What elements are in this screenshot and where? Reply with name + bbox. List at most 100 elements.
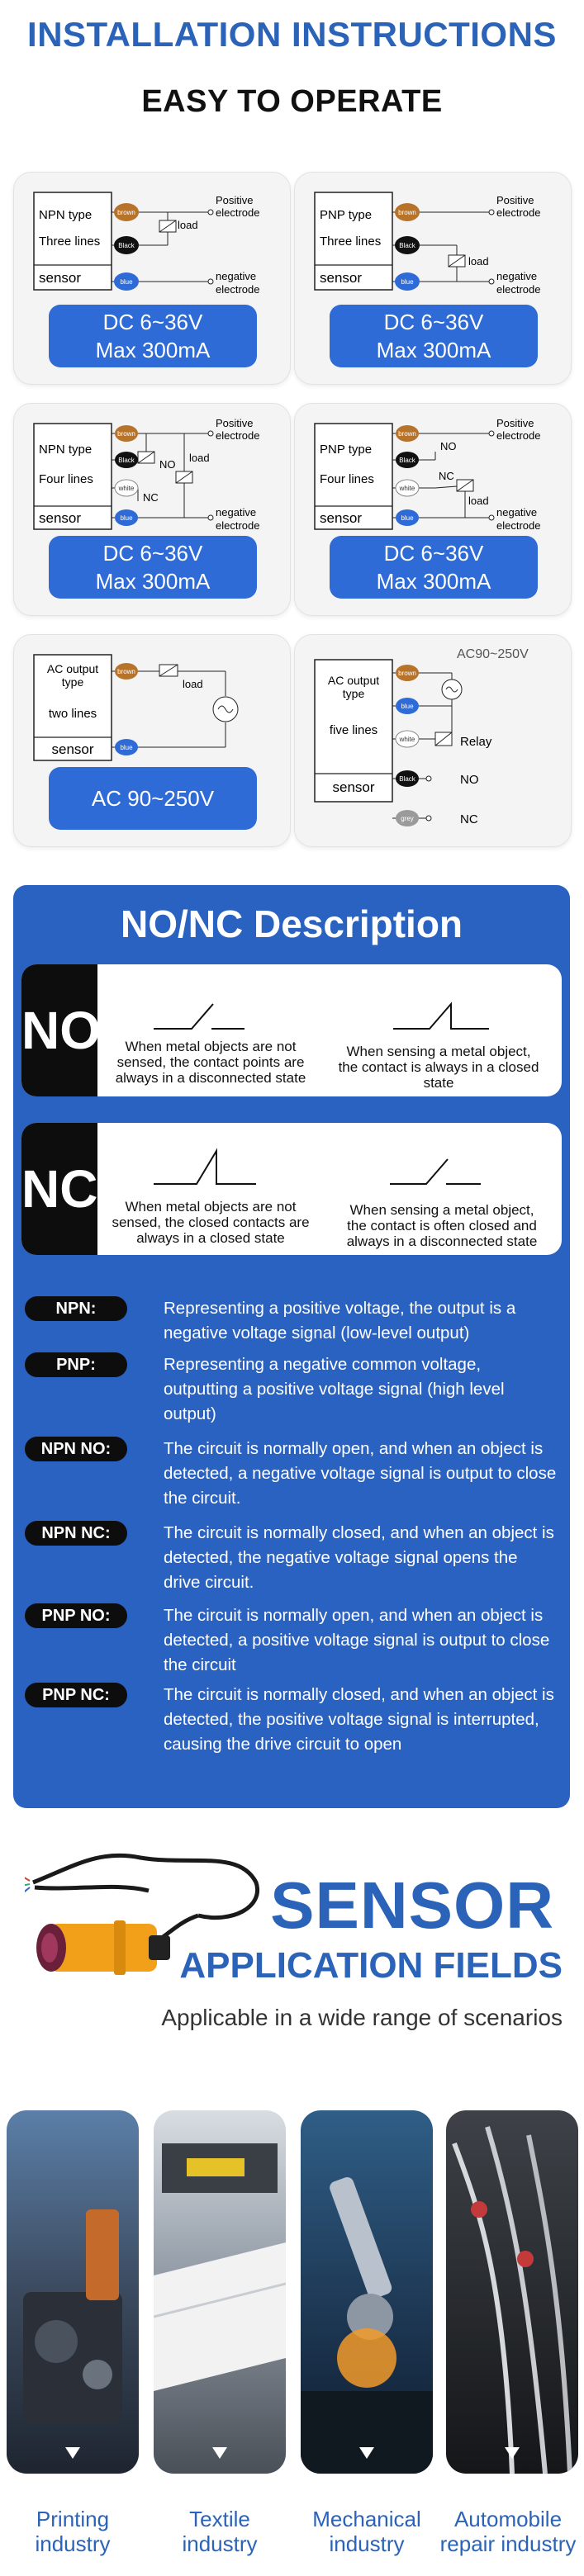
black-wire-dot — [396, 452, 419, 468]
line-count-label: Three lines — [320, 234, 381, 249]
svg-text:Black: Black — [399, 457, 416, 464]
nc-right-caption: When sensing a metal object, the contact… — [346, 1202, 538, 1249]
svg-text:Positive: Positive — [216, 194, 254, 206]
term-label: PNP: — [25, 1352, 127, 1377]
sensor-label: sensor — [39, 510, 81, 526]
term-label: PNP NC: — [25, 1683, 127, 1707]
page-title: INSTALLATION INSTRUCTIONS — [27, 15, 557, 54]
svg-text:load: load — [468, 255, 489, 268]
mechanical-industry-image — [301, 2110, 433, 2474]
svg-text:NC: NC — [143, 491, 159, 504]
svg-text:negative: negative — [216, 506, 256, 519]
svg-text:type: type — [343, 687, 365, 700]
wiring-diagram: PNP type Three lines sensor brown Black … — [314, 192, 540, 296]
sensor-label: sensor — [39, 270, 81, 286]
dc-spec-badge: DC 6~36V Max 300mA — [49, 536, 257, 599]
term-description: The circuit is normally closed, and when… — [164, 1685, 554, 1754]
nc-tag: NC — [21, 1123, 97, 1255]
sensor-body — [50, 1924, 157, 1972]
no-right-caption: When sensing a metal object, the contact… — [338, 1044, 539, 1091]
sensor-type-label: NPN type — [39, 208, 92, 222]
wiring-card-ac-two: AC output type two lines sensor brown bl… — [13, 634, 291, 847]
svg-text:electrode: electrode — [216, 429, 259, 442]
svg-text:Black: Black — [399, 775, 416, 783]
wiring-diagram: AC output type two lines sensor brown bl… — [33, 654, 239, 761]
svg-text:negative: negative — [216, 270, 256, 282]
no-contact-diagram — [154, 1002, 489, 1030]
svg-text:electrode: electrode — [216, 519, 259, 532]
brown-wire-dot — [115, 663, 138, 680]
no-tag: NO — [21, 964, 101, 1096]
wiring-card-ac-five: AC output type five lines sensor AC90~25… — [294, 634, 572, 847]
sensor-label: sensor — [320, 270, 362, 286]
svg-text:load: load — [178, 219, 198, 231]
svg-text:white: white — [118, 485, 135, 492]
no-left-caption: When metal objects are not sensed, the c… — [115, 1039, 306, 1086]
black-wire-dot — [395, 236, 420, 254]
brown-wire-dot — [396, 665, 419, 681]
term-description: The circuit is normally open, and when a… — [164, 1606, 550, 1674]
sensor-label: sensor — [332, 779, 374, 795]
svg-text:brown: brown — [398, 430, 416, 438]
nonc-description-panel: NO/NC Description NO When metal objects … — [13, 885, 570, 1808]
svg-text:Black: Black — [118, 457, 135, 464]
brown-wire-dot — [114, 203, 139, 221]
term-label: NPN NO: — [25, 1437, 127, 1461]
application-subtitle: Applicable in a wide range of scenarios — [161, 2005, 563, 2030]
svg-text:brown: brown — [117, 668, 135, 675]
blue-wire-dot — [395, 272, 420, 291]
white-wire-dot — [395, 479, 420, 497]
sensor-type-label: PNP type — [320, 208, 372, 222]
caret-down-icon — [505, 2447, 520, 2459]
sensor-type-label: AC output — [328, 674, 379, 687]
svg-text:NO: NO — [159, 458, 176, 471]
svg-text:negative: negative — [496, 270, 537, 282]
svg-text:Positive: Positive — [216, 417, 254, 429]
blue-wire-dot — [115, 509, 138, 526]
svg-text:brown: brown — [117, 209, 135, 216]
automobile-industry-image — [446, 2110, 578, 2474]
page-subtitle: EASY TO OPERATE — [141, 84, 443, 119]
ac-supply-label: AC90~250V — [457, 647, 529, 661]
svg-text:negative: negative — [496, 506, 537, 519]
grey-wire-dot — [396, 810, 419, 826]
no-state-card: NO When metal objects are not sensed, th… — [21, 964, 562, 1096]
term-label: NPN NC: — [25, 1521, 127, 1546]
svg-text:load: load — [189, 452, 210, 464]
caret-down-icon — [65, 2447, 80, 2459]
sensor-type-label: NPN type — [39, 443, 92, 457]
industry-label-mechanical: Mechanical industry — [312, 2507, 421, 2556]
sensor-label: sensor — [51, 741, 93, 757]
svg-text:Positive: Positive — [496, 417, 534, 429]
industry-card-printing — [7, 2110, 139, 2474]
svg-text:NO: NO — [440, 440, 457, 452]
sensor-type-label: PNP type — [320, 443, 372, 457]
industry-label-textile: Textile industry — [182, 2507, 258, 2556]
industry-label-printing: Printing industry — [35, 2507, 111, 2556]
ac-spec-badge: AC 90~250V — [49, 767, 257, 830]
caret-down-icon — [212, 2447, 227, 2459]
svg-text:brown: brown — [117, 430, 135, 438]
blue-wire-dot — [114, 272, 139, 291]
brown-wire-dot — [115, 425, 138, 442]
line-count-label: Four lines — [39, 472, 93, 486]
wiring-card-npn-four: NPN type Four lines sensor brown Black w… — [13, 403, 291, 616]
wiring-card-npn-three: NPN type Three lines sensor brown Black … — [13, 172, 291, 385]
svg-text:blue: blue — [120, 278, 133, 286]
svg-text:load: load — [468, 495, 489, 507]
svg-text:white: white — [399, 485, 415, 492]
wiring-diagram: PNP type Four lines sensor brown Black w… — [314, 417, 540, 532]
blue-wire-dot — [396, 509, 419, 526]
blue-wire-dot — [115, 739, 138, 755]
white-wire-dot — [395, 730, 420, 748]
black-wire-dot — [396, 770, 419, 787]
nonc-title: NO/NC Description — [120, 902, 463, 945]
term-description: Representing a negative common voltage, … — [164, 1355, 505, 1423]
wiring-card-pnp-three: PNP type Three lines sensor brown Black … — [294, 172, 572, 385]
sensor-type-label: AC output — [47, 662, 98, 675]
svg-text:electrode: electrode — [496, 206, 540, 219]
application-fields-heading: APPLICATION FIELDS — [179, 1945, 563, 1986]
svg-text:blue: blue — [401, 278, 414, 286]
nc-state-card: NC When metal objects are not sensed, th… — [21, 1123, 562, 1255]
black-wire-dot — [114, 236, 139, 254]
